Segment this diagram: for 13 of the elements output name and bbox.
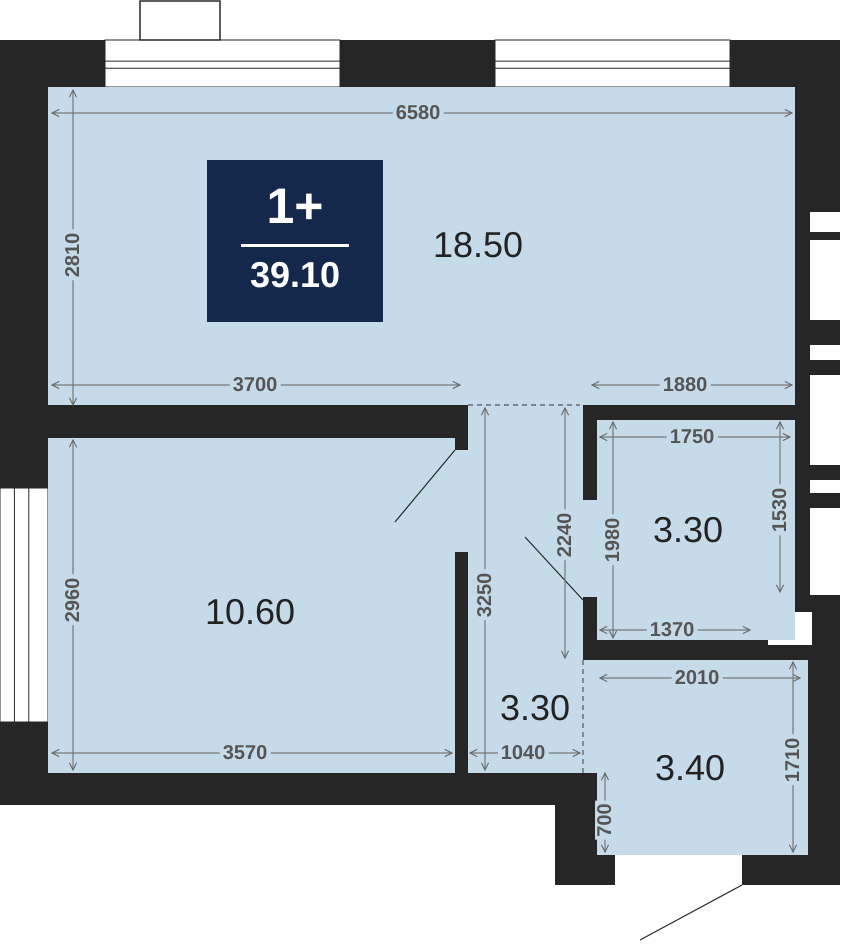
room-floor (583, 660, 808, 855)
area-label: 10.60 (204, 594, 296, 630)
area-label: 3.40 (654, 750, 726, 786)
room-floor (597, 420, 795, 640)
room-count: 1+ (266, 181, 324, 231)
area-label: 18.50 (432, 227, 524, 263)
area-label: 3.30 (652, 512, 724, 548)
room-floor (48, 438, 455, 773)
apartment-badge (207, 160, 383, 322)
area-label: 3.30 (500, 690, 570, 726)
room-floor (48, 87, 795, 405)
room-floor (468, 405, 583, 773)
total-area: 39.10 (250, 257, 340, 293)
